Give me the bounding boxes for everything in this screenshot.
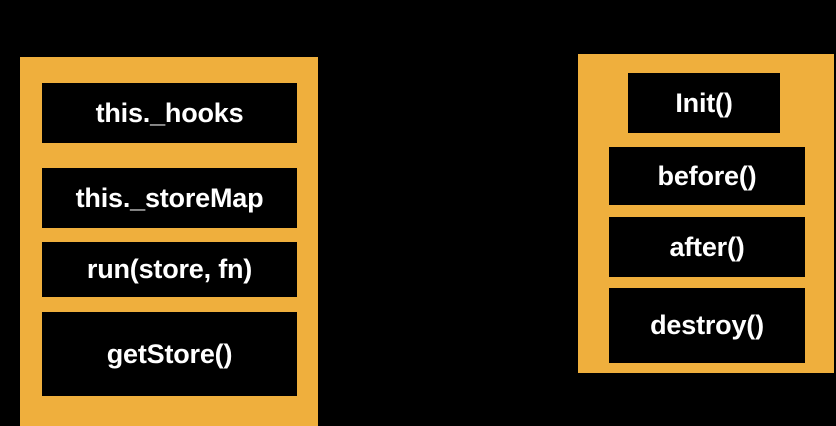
panel-item-destroy[interactable]: destroy() — [609, 288, 805, 363]
panel-item-this-storemap[interactable]: this._storeMap — [42, 168, 297, 228]
panel-item-run[interactable]: run(store, fn) — [42, 242, 297, 297]
panel-item-init[interactable]: Init() — [628, 73, 780, 133]
panel-item-getstore[interactable]: getStore() — [42, 312, 297, 396]
panel-item-before[interactable]: before() — [609, 147, 805, 205]
lifecycle-hooks-panel: Init() before() after() destroy() — [578, 54, 834, 373]
storage-members-panel: this._hooks this._storeMap run(store, fn… — [20, 57, 318, 426]
panel-item-this-hooks[interactable]: this._hooks — [42, 83, 297, 143]
panel-item-after[interactable]: after() — [609, 217, 805, 277]
